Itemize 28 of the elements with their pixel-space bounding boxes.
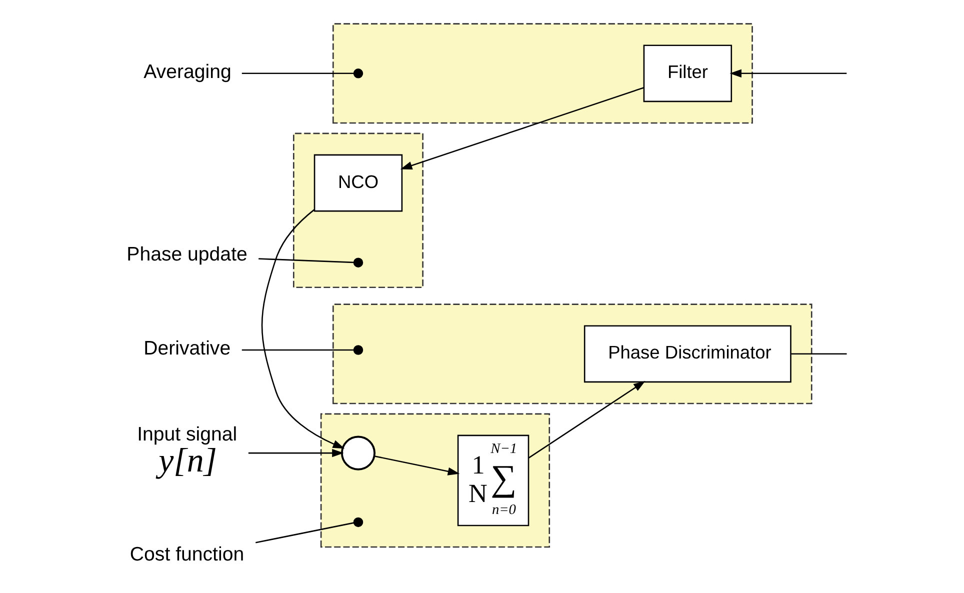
- arrow: [374, 456, 460, 476]
- node-circle: [353, 68, 364, 78]
- node-box: Phase Discriminator: [584, 325, 792, 383]
- cluster: [320, 413, 550, 548]
- cluster: [332, 23, 753, 124]
- arrow: [261, 209, 345, 449]
- arrow: [400, 87, 644, 170]
- connector: [791, 353, 847, 355]
- node-circle: [353, 258, 364, 268]
- node-circle: [353, 345, 364, 355]
- connector: [242, 349, 354, 351]
- node-text: Input signal y[n]: [137, 424, 238, 480]
- node-box: NCO: [314, 154, 403, 212]
- connector: [256, 522, 354, 544]
- node-circle: [340, 436, 376, 470]
- connector: [258, 258, 354, 264]
- node-text: Phase update: [126, 244, 248, 266]
- node-text: Cost function: [130, 544, 244, 566]
- node-circle: [353, 517, 364, 528]
- connector: [242, 72, 354, 74]
- node-text: Derivative: [144, 338, 231, 360]
- arrow: [730, 69, 847, 78]
- cluster: [332, 304, 812, 404]
- node-box: Filter: [643, 44, 732, 102]
- cluster: [293, 132, 424, 288]
- node-text: Averaging: [144, 60, 232, 83]
- arrow: [248, 448, 344, 458]
- arrow: [528, 381, 646, 458]
